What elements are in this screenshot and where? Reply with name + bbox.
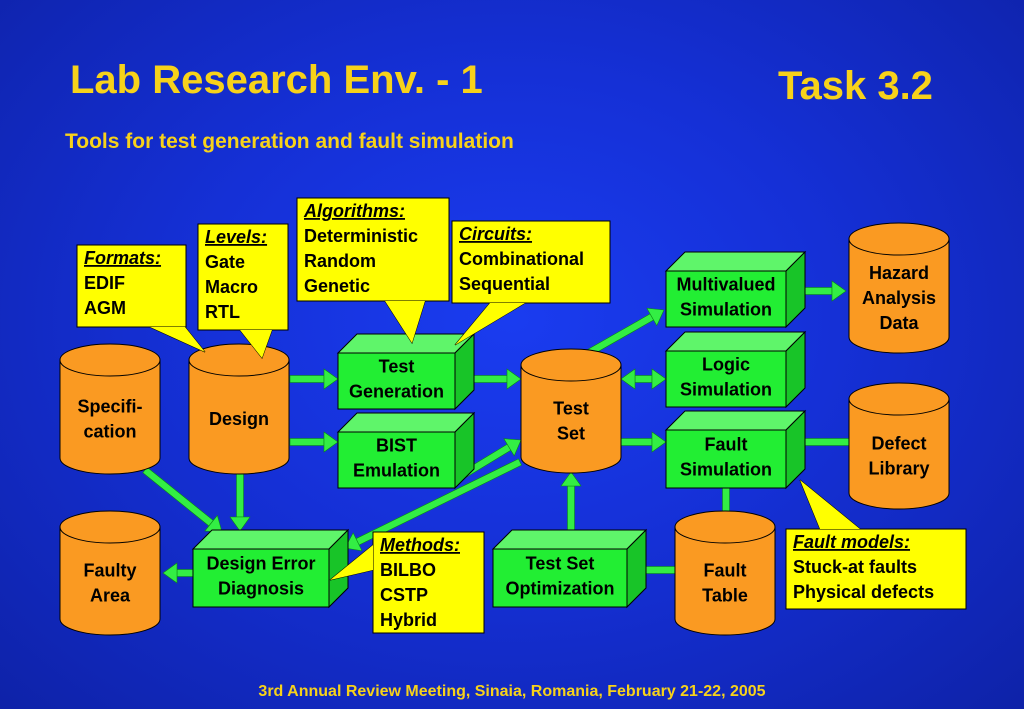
test-set-optimization-label: Test Set — [526, 554, 595, 574]
formats-item: EDIF — [84, 273, 125, 293]
fault-models-heading: Fault models: — [793, 532, 910, 552]
fault-simulation-label: Fault — [705, 435, 748, 455]
circuits-item: Combinational — [459, 249, 584, 269]
methods-note: Methods: BILBO CSTP Hybrid — [329, 531, 485, 634]
page-title: Lab Research Env. - 1 — [70, 58, 483, 102]
specification-label: Specifi- — [77, 397, 142, 417]
fault-simulation-label: Simulation — [680, 460, 772, 480]
multivalued-simulation-label: Simulation — [680, 300, 772, 320]
test-set-label: Set — [557, 424, 585, 444]
flow-arrow — [162, 562, 194, 584]
footer: 3rd Annual Review Meeting, Sinaia, Roman… — [258, 683, 766, 700]
circuits-heading: Circuits: — [459, 224, 532, 244]
fault-models-item: Stuck-at faults — [793, 557, 917, 577]
algorithms-item: Random — [304, 251, 376, 271]
hazard-data-label: Hazard — [869, 263, 929, 283]
methods-heading: Methods: — [380, 535, 460, 555]
arrows — [142, 280, 850, 584]
levels-item: Gate — [205, 252, 245, 272]
algorithms-item: Deterministic — [304, 226, 418, 246]
design-label: Design — [209, 409, 269, 429]
bist-emulation-label: BIST — [376, 436, 417, 456]
algorithms-heading: Algorithms: — [303, 201, 405, 221]
specification-label: cation — [83, 422, 136, 442]
circuits-item: Sequential — [459, 274, 550, 294]
methods-item: BILBO — [380, 560, 436, 580]
specification-cylinder[interactable]: Specifi-cation — [59, 343, 161, 475]
fault-table-label: Table — [702, 586, 748, 606]
flow-arrow — [142, 466, 223, 533]
subtitle: Tools for test generation and fault simu… — [65, 130, 514, 153]
methods-item: CSTP — [380, 585, 428, 605]
flow-arrow — [289, 368, 339, 390]
logic-simulation-label: Logic — [702, 355, 750, 375]
multivalued-simulation-label: Multivalued — [676, 275, 775, 295]
test-set-optimization-label: Optimization — [506, 579, 615, 599]
design-error-diagnosis-label: Diagnosis — [218, 579, 304, 599]
methods-item: Hybrid — [380, 610, 437, 630]
test-set-label: Test — [553, 399, 589, 419]
flow-arrow — [560, 471, 582, 531]
levels-item: RTL — [205, 302, 240, 322]
task-label: Task 3.2 — [778, 64, 933, 108]
flow-arrow — [289, 431, 339, 453]
defect-library-label: Defect — [871, 434, 926, 454]
flow-arrow — [620, 431, 667, 453]
logic-simulation-label: Simulation — [680, 380, 772, 400]
faulty-area-label: Faulty — [83, 561, 136, 581]
levels-item: Macro — [205, 277, 258, 297]
levels-heading: Levels: — [205, 227, 267, 247]
bist-emulation-label: Emulation — [353, 461, 440, 481]
formats-heading: Formats: — [84, 248, 161, 268]
algorithms-item: Genetic — [304, 276, 370, 296]
fault-models-item: Physical defects — [793, 582, 934, 602]
flow-arrow — [229, 473, 251, 532]
flow-arrow — [620, 368, 667, 390]
bist-emulation-box[interactable]: BIST Emulation — [336, 411, 476, 490]
flow-arrow — [344, 458, 522, 552]
test-generation-label: Generation — [349, 382, 444, 402]
test-generation-label: Test — [379, 357, 415, 377]
design-error-diagnosis-label: Design Error — [206, 554, 315, 574]
design-cylinder[interactable]: Design — [188, 343, 290, 475]
defect-library-label: Library — [868, 459, 929, 479]
fault-table-label: Fault — [704, 561, 747, 581]
formats-item: AGM — [84, 298, 126, 318]
formats-note: Formats: EDIF AGM — [76, 244, 206, 353]
hazard-data-label: Data — [879, 313, 919, 333]
hazard-data-label: Analysis — [862, 288, 936, 308]
faulty-area-label: Area — [90, 586, 131, 606]
